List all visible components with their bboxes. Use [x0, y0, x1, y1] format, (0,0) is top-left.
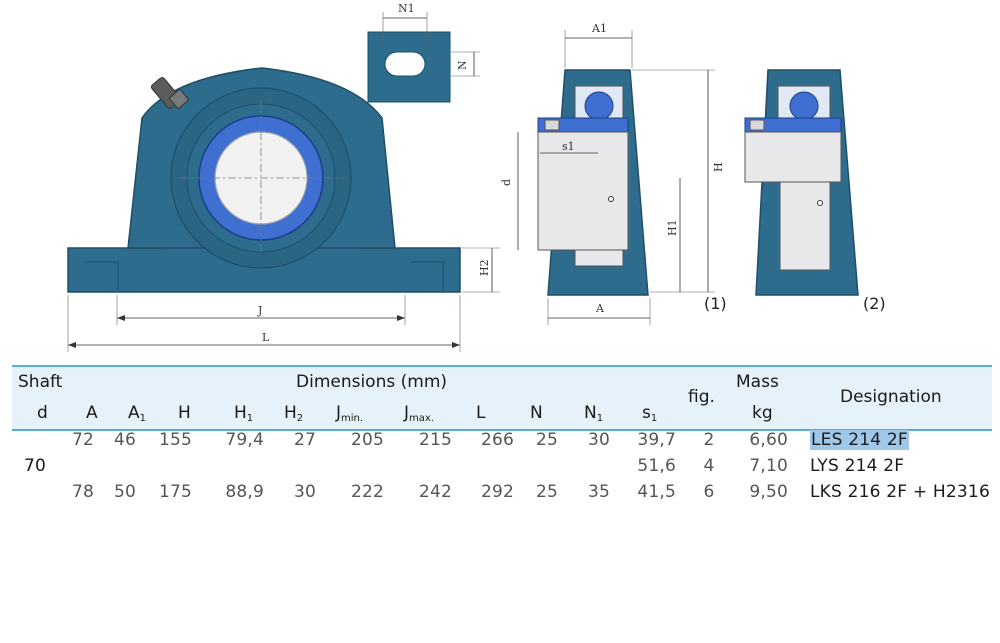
cell-designation[interactable]: LES 214 2F: [810, 430, 909, 450]
header-col-Jmin: Jmin.: [336, 403, 364, 424]
header-col-A1: A1: [128, 403, 147, 424]
cell-N1: 35: [587, 482, 610, 502]
cell-s1: 41,5: [637, 482, 676, 502]
header-dimensions: Dimensions (mm): [296, 372, 448, 392]
figure-label-2: (2): [863, 294, 886, 313]
cell-H: 175: [158, 482, 192, 502]
cell-H2: 27: [293, 430, 316, 450]
header-col-d: d: [37, 403, 48, 423]
dim-label-H: H: [712, 162, 725, 172]
header-col-N1: N1: [584, 403, 604, 424]
dim-label-N: N: [456, 60, 469, 70]
header-col-Jmax: Jmax.: [404, 403, 434, 424]
dim-label-H2: H2: [478, 259, 491, 276]
cell-A1: 46: [113, 430, 136, 450]
dim-label-J: J: [257, 304, 262, 317]
dim-label-d: d: [500, 179, 513, 186]
header-mass: Mass: [736, 372, 779, 392]
header-col-s1: s1: [642, 403, 658, 424]
cell-L: 292: [480, 482, 514, 502]
cell-A: 78: [71, 482, 94, 502]
dim-label-L: L: [262, 331, 270, 344]
header-col-A: A: [86, 403, 98, 423]
cell-s1: 39,7: [637, 430, 676, 450]
header-col-mass-unit: kg: [752, 403, 773, 423]
cell-H2: 30: [293, 482, 316, 502]
cell-fig: 6: [703, 482, 715, 502]
cell-H: 155: [158, 430, 192, 450]
cell-L: 266: [480, 430, 514, 450]
dim-label-A: A: [595, 302, 605, 315]
header-col-L: L: [476, 403, 486, 423]
cell-Jmin: 222: [350, 482, 384, 502]
dim-label-H1: H1: [666, 219, 679, 236]
cell-designation[interactable]: LYS 214 2F: [810, 456, 905, 476]
dim-label-A1: A1: [591, 22, 607, 35]
table-header: [12, 365, 992, 431]
figure-label-1: (1): [704, 294, 727, 313]
header-designation: Designation: [840, 387, 942, 407]
cell-mass: 7,10: [749, 456, 788, 476]
cell-Jmax: 215: [418, 430, 452, 450]
cell-fig: 4: [703, 456, 715, 476]
cell-N1: 30: [587, 430, 610, 450]
side-view-1: [517, 30, 715, 325]
cell-H1: 79,4: [225, 430, 264, 450]
cell-N: 25: [535, 482, 558, 502]
cell-Jmax: 242: [418, 482, 452, 502]
dim-label-s1: s1: [562, 140, 575, 153]
cell-mass: 6,60: [749, 430, 788, 450]
cell-designation[interactable]: LKS 216 2F + H2316: [810, 482, 990, 502]
cell-A: 72: [71, 430, 94, 450]
cell-s1: 51,6: [637, 456, 676, 476]
technical-drawing: N1 N A1 H s1 d H1 H2 A J L (1) (2): [67, 2, 886, 352]
front-view: [67, 67, 500, 352]
cell-mass: 9,50: [749, 482, 788, 502]
cell-fig: 2: [703, 430, 715, 450]
header-col-H1: H1: [234, 403, 254, 424]
side-view-2: [744, 69, 859, 296]
header-col-N: N: [530, 403, 543, 423]
cell-N: 25: [535, 430, 558, 450]
dim-label-N1: N1: [398, 2, 415, 15]
header-col-H: H: [178, 403, 191, 423]
header-shaft: Shaft: [18, 372, 63, 392]
grease-nipple: [150, 77, 190, 110]
header-col-H2: H2: [284, 403, 304, 424]
slot-detail: [367, 12, 480, 103]
header-fig: fig.: [688, 387, 715, 407]
shaft-d-value: 70: [24, 456, 47, 476]
cell-A1: 50: [113, 482, 136, 502]
cell-H1: 88,9: [225, 482, 264, 502]
cell-Jmin: 205: [350, 430, 384, 450]
